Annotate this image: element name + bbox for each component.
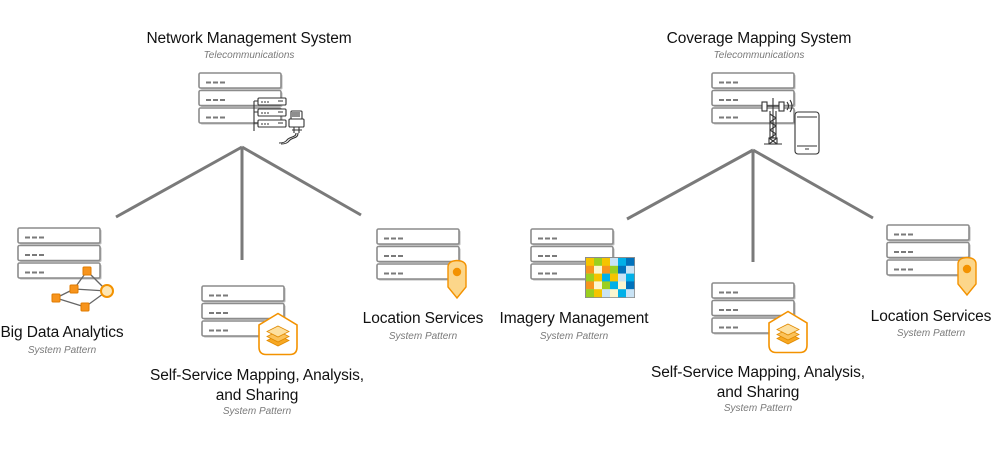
mosaic-cell <box>610 273 619 282</box>
child-label: Self-Service Mapping, Analysis, and Shar… <box>651 364 865 401</box>
mosaic-cell <box>594 258 603 266</box>
mosaic-cell <box>618 273 627 282</box>
connector-right-tree-branch-right <box>752 148 874 220</box>
mosaic-cell <box>626 258 635 266</box>
network-switch-icon <box>253 97 305 145</box>
mosaic-cell <box>586 258 595 266</box>
connector-left-tree-branch-right <box>241 145 362 217</box>
mosaic-cell <box>602 281 611 290</box>
server-unit <box>376 228 461 246</box>
server-stack-icon <box>376 228 461 281</box>
mosaic-cell <box>594 289 603 298</box>
mosaic-cell <box>610 281 619 290</box>
mosaic-cell <box>594 265 603 274</box>
mosaic-cell <box>618 265 627 274</box>
graph-network-icon <box>51 266 114 312</box>
mosaic-cell <box>610 265 619 274</box>
mosaic-cell <box>594 281 603 290</box>
server-unit <box>886 241 971 259</box>
server-unit <box>886 224 971 242</box>
child-subtitle: System Pattern <box>388 331 458 342</box>
mosaic-cell <box>626 273 635 282</box>
child-label: Self-Service Mapping, Analysis, and Shar… <box>150 367 364 404</box>
mosaic-cell <box>626 289 635 298</box>
server-unit <box>886 259 971 277</box>
imagery-mosaic-icon <box>585 257 635 298</box>
child-subtitle: System Pattern <box>222 406 292 417</box>
root-subtitle: Telecommunications <box>203 50 295 61</box>
server-stack-icon <box>886 224 971 277</box>
server-unit <box>711 299 796 317</box>
server-stack-icon <box>711 282 796 335</box>
mosaic-cell <box>610 289 619 298</box>
server-unit <box>17 244 102 262</box>
root-title: Network Management System <box>146 30 352 47</box>
server-unit <box>17 227 102 245</box>
server-stack-icon <box>17 227 102 280</box>
child-label: Location Services <box>870 308 992 325</box>
child-subtitle: System Pattern <box>896 328 966 339</box>
mosaic-cell <box>626 265 635 274</box>
root-subtitle: Telecommunications <box>713 50 805 61</box>
server-unit <box>711 72 796 90</box>
server-unit <box>201 302 286 320</box>
mosaic-cell <box>618 289 627 298</box>
mosaic-cell <box>618 281 627 290</box>
mosaic-cell <box>586 289 595 298</box>
server-unit <box>530 228 615 246</box>
mosaic-cell <box>602 258 611 266</box>
child-label: Big Data Analytics <box>0 324 124 341</box>
root-title: Coverage Mapping System <box>666 30 852 47</box>
layers-hexagon-icon <box>768 310 808 354</box>
child-subtitle: System Pattern <box>723 403 793 414</box>
connector-left-tree-branch-left <box>115 145 243 219</box>
mosaic-cell <box>602 273 611 282</box>
child-label: Location Services <box>362 310 484 327</box>
server-unit <box>376 263 461 281</box>
child-label: Imagery Management <box>499 310 649 327</box>
server-unit <box>376 245 461 263</box>
mosaic-cell <box>626 281 635 290</box>
child-subtitle: System Pattern <box>539 331 609 342</box>
server-stack-icon <box>711 72 796 125</box>
mosaic-cell <box>586 281 595 290</box>
mosaic-cell <box>618 258 627 266</box>
server-unit <box>17 262 102 280</box>
layers-hexagon-icon <box>258 312 298 356</box>
server-unit <box>711 282 796 300</box>
mosaic-cell <box>594 273 603 282</box>
location-pin-icon <box>957 256 977 297</box>
mosaic-cell <box>602 289 611 298</box>
mosaic-cell <box>610 258 619 266</box>
mosaic-cell <box>586 273 595 282</box>
connector-right-tree-branch-left <box>626 148 754 221</box>
child-subtitle: System Pattern <box>27 345 97 356</box>
cell-tower-phone-icon <box>761 98 820 155</box>
server-unit <box>198 72 283 90</box>
server-unit <box>201 285 286 303</box>
location-pin-icon <box>447 259 467 300</box>
mosaic-cell <box>586 265 595 274</box>
mosaic-cell <box>602 265 611 274</box>
